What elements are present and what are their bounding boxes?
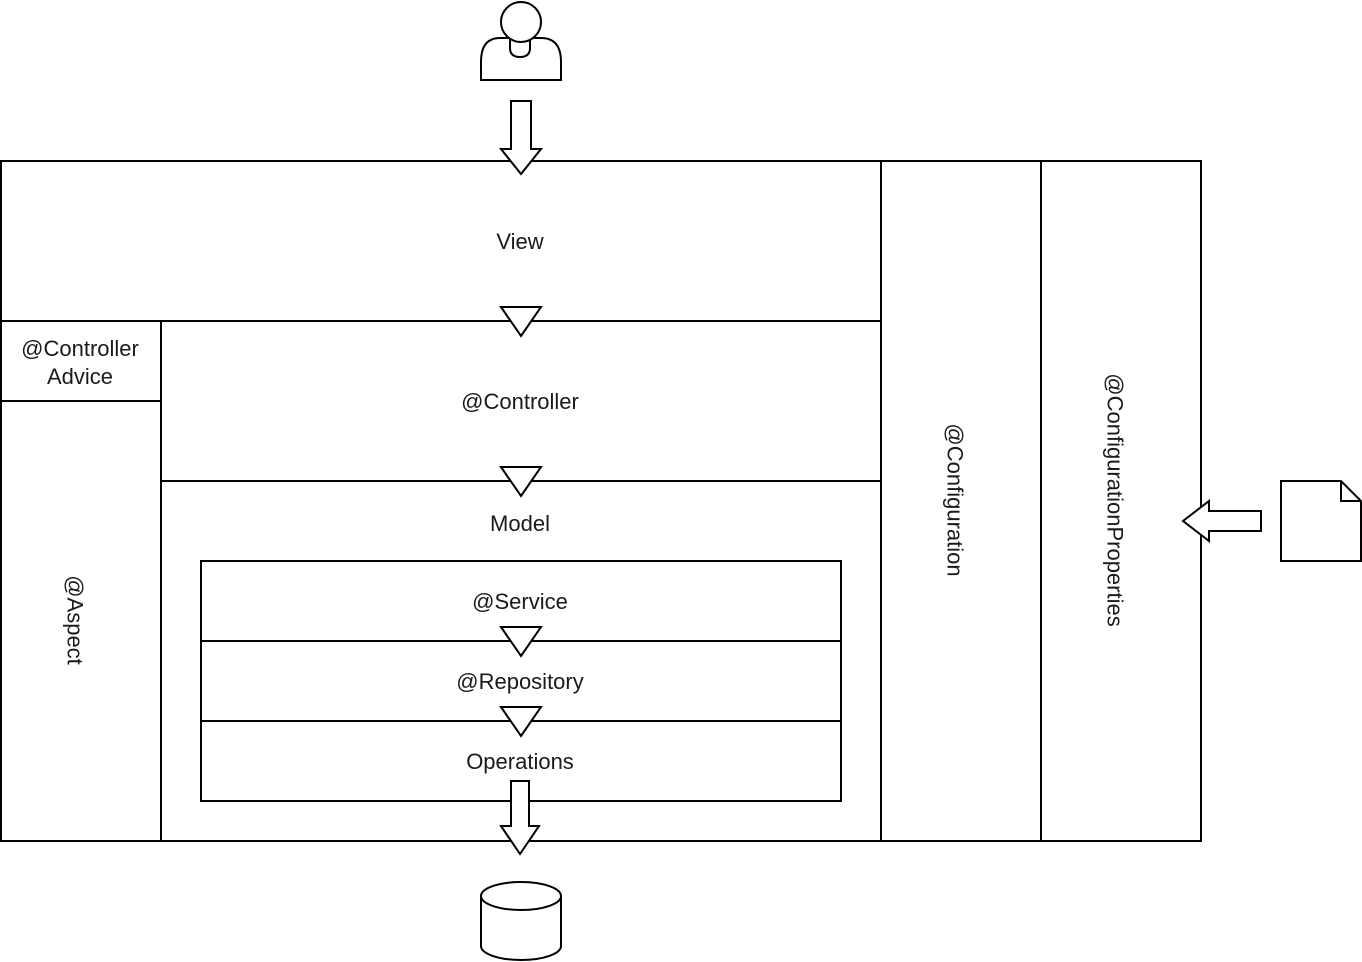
controller-advice-label-line1: @Controller — [21, 336, 139, 361]
triangle-repository-to-operations — [499, 706, 543, 738]
view-box — [0, 160, 882, 322]
document-icon — [1280, 480, 1362, 562]
triangle-service-to-repository — [499, 626, 543, 658]
arrow-operations-to-database — [499, 780, 541, 856]
arrow-document-to-config-properties — [1181, 498, 1262, 544]
aspect-box — [0, 400, 162, 842]
configuration-label: @Configuration — [943, 423, 968, 576]
controller-advice-box — [0, 320, 162, 402]
repository-label: @Repository — [456, 669, 584, 694]
configuration-properties-box — [1040, 160, 1202, 842]
triangle-controller-to-model — [499, 466, 543, 498]
triangle-view-to-controller — [499, 306, 543, 338]
model-label: Model — [490, 511, 550, 536]
aspect-label: @Aspect — [63, 575, 88, 665]
configuration-properties-label: @ConfigurationProperties — [1103, 373, 1128, 626]
controller-advice-label-line2: Advice — [47, 364, 113, 389]
database-icon — [480, 881, 562, 961]
view-label: View — [496, 229, 543, 254]
user-icon — [480, 1, 562, 81]
arrow-user-to-view — [498, 100, 544, 176]
configuration-box — [880, 160, 1042, 842]
service-label: @Service — [472, 589, 568, 614]
controller-box — [160, 320, 882, 482]
operations-label: Operations — [466, 749, 574, 774]
controller-label: @Controller — [461, 389, 579, 414]
